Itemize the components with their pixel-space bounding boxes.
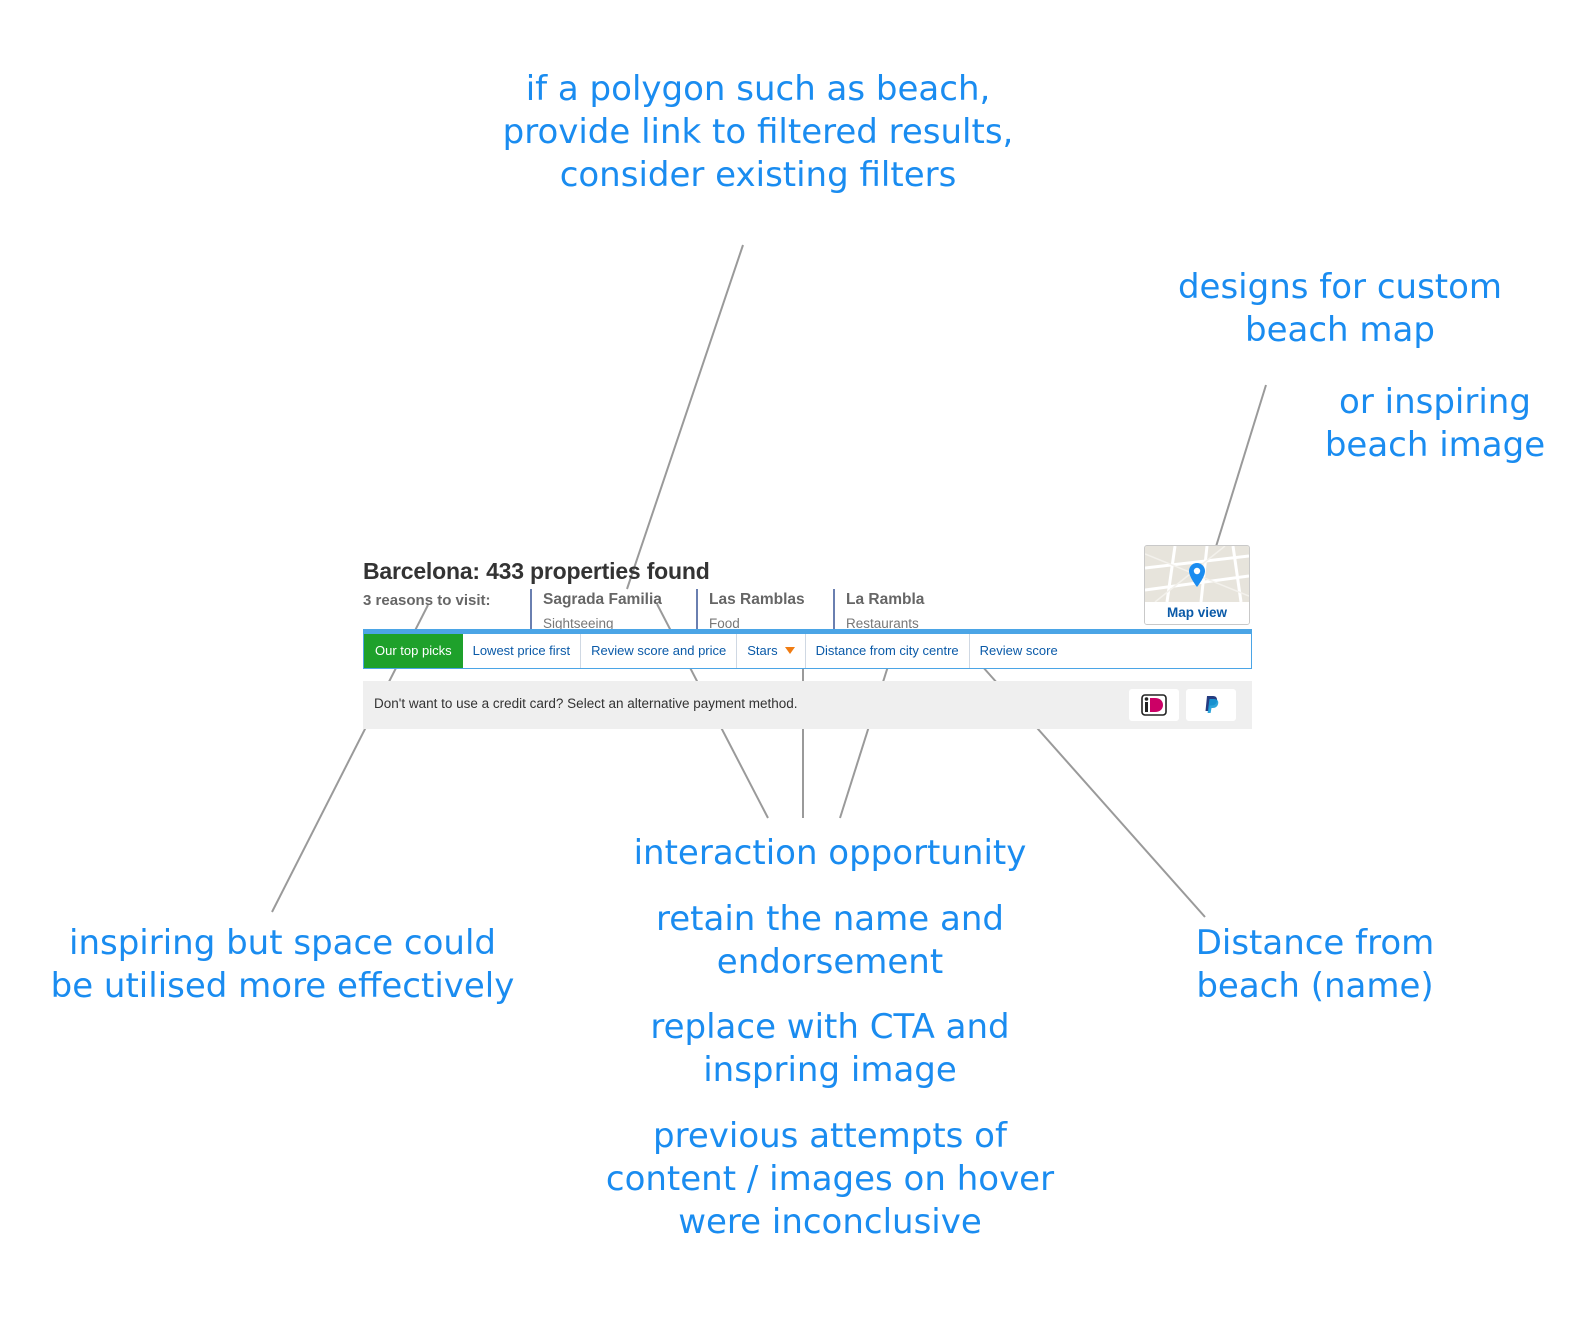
connector-map <box>1209 384 1267 567</box>
reason-category: Sightseeing <box>543 616 614 631</box>
annotation-previous: previous attempts of content / images on… <box>605 1116 1055 1242</box>
reason-la-rambla[interactable]: La Rambla Restaurants <box>833 589 925 631</box>
annotation-replace: replace with CTA and inspring image <box>650 1007 1010 1090</box>
paypal-icon <box>1201 696 1221 716</box>
annotation-inspiring: inspiring but space could be utilised mo… <box>50 923 515 1006</box>
annotation-beach-image: or inspiring beach image <box>1324 382 1546 465</box>
reasons-label: 3 reasons to visit: <box>363 592 491 609</box>
payment-banner: Don't want to use a credit card? Select … <box>363 681 1252 729</box>
annotation-distance: Distance from beach (name) <box>1195 923 1435 1006</box>
sort-tab-review-score-price[interactable]: Review score and price <box>581 634 738 668</box>
sort-tab-top-picks[interactable]: Our top picks <box>364 634 463 668</box>
map-pin-icon <box>1189 563 1205 587</box>
reason-las-ramblas[interactable]: Las Ramblas Food <box>696 589 805 631</box>
annotation-retain: retain the name and endorsement <box>656 899 1004 982</box>
sort-tab-stars-label: Stars <box>747 643 778 658</box>
annotation-polygon: if a polygon such as beach, provide link… <box>502 69 1014 195</box>
sort-tab-review-score[interactable]: Review score <box>979 643 1058 658</box>
reason-name: Sagrada Familia <box>543 591 662 608</box>
sort-tab-stars[interactable]: Stars <box>737 634 806 668</box>
payment-message: Don't want to use a credit card? Select … <box>374 696 798 711</box>
paypal-button[interactable] <box>1186 689 1236 721</box>
sort-tab-lowest-price[interactable]: Lowest price first <box>463 634 582 668</box>
reason-name: La Rambla <box>846 591 925 608</box>
connector-rambla <box>839 640 897 819</box>
sort-bar: Our top picks Lowest price first Review … <box>363 629 1252 669</box>
caret-down-icon <box>784 647 795 654</box>
map-view-label: Map view <box>1145 602 1249 624</box>
page-title: Barcelona: 433 properties found <box>363 558 710 584</box>
reason-category: Restaurants <box>846 616 919 631</box>
annotation-custom-map: designs for custom beach map <box>1177 267 1503 350</box>
reason-category: Food <box>709 616 740 631</box>
reason-sagrada-familia[interactable]: Sagrada Familia Sightseeing <box>530 589 662 631</box>
ideal-icon <box>1141 694 1167 716</box>
sort-tab-distance[interactable]: Distance from city centre <box>806 634 970 668</box>
reason-name: Las Ramblas <box>709 591 805 608</box>
ideal-button[interactable] <box>1129 689 1179 721</box>
annotation-interaction: interaction opportunity <box>633 833 1027 873</box>
connector-polygon <box>626 244 744 590</box>
map-view-button[interactable]: Map view <box>1144 545 1250 625</box>
